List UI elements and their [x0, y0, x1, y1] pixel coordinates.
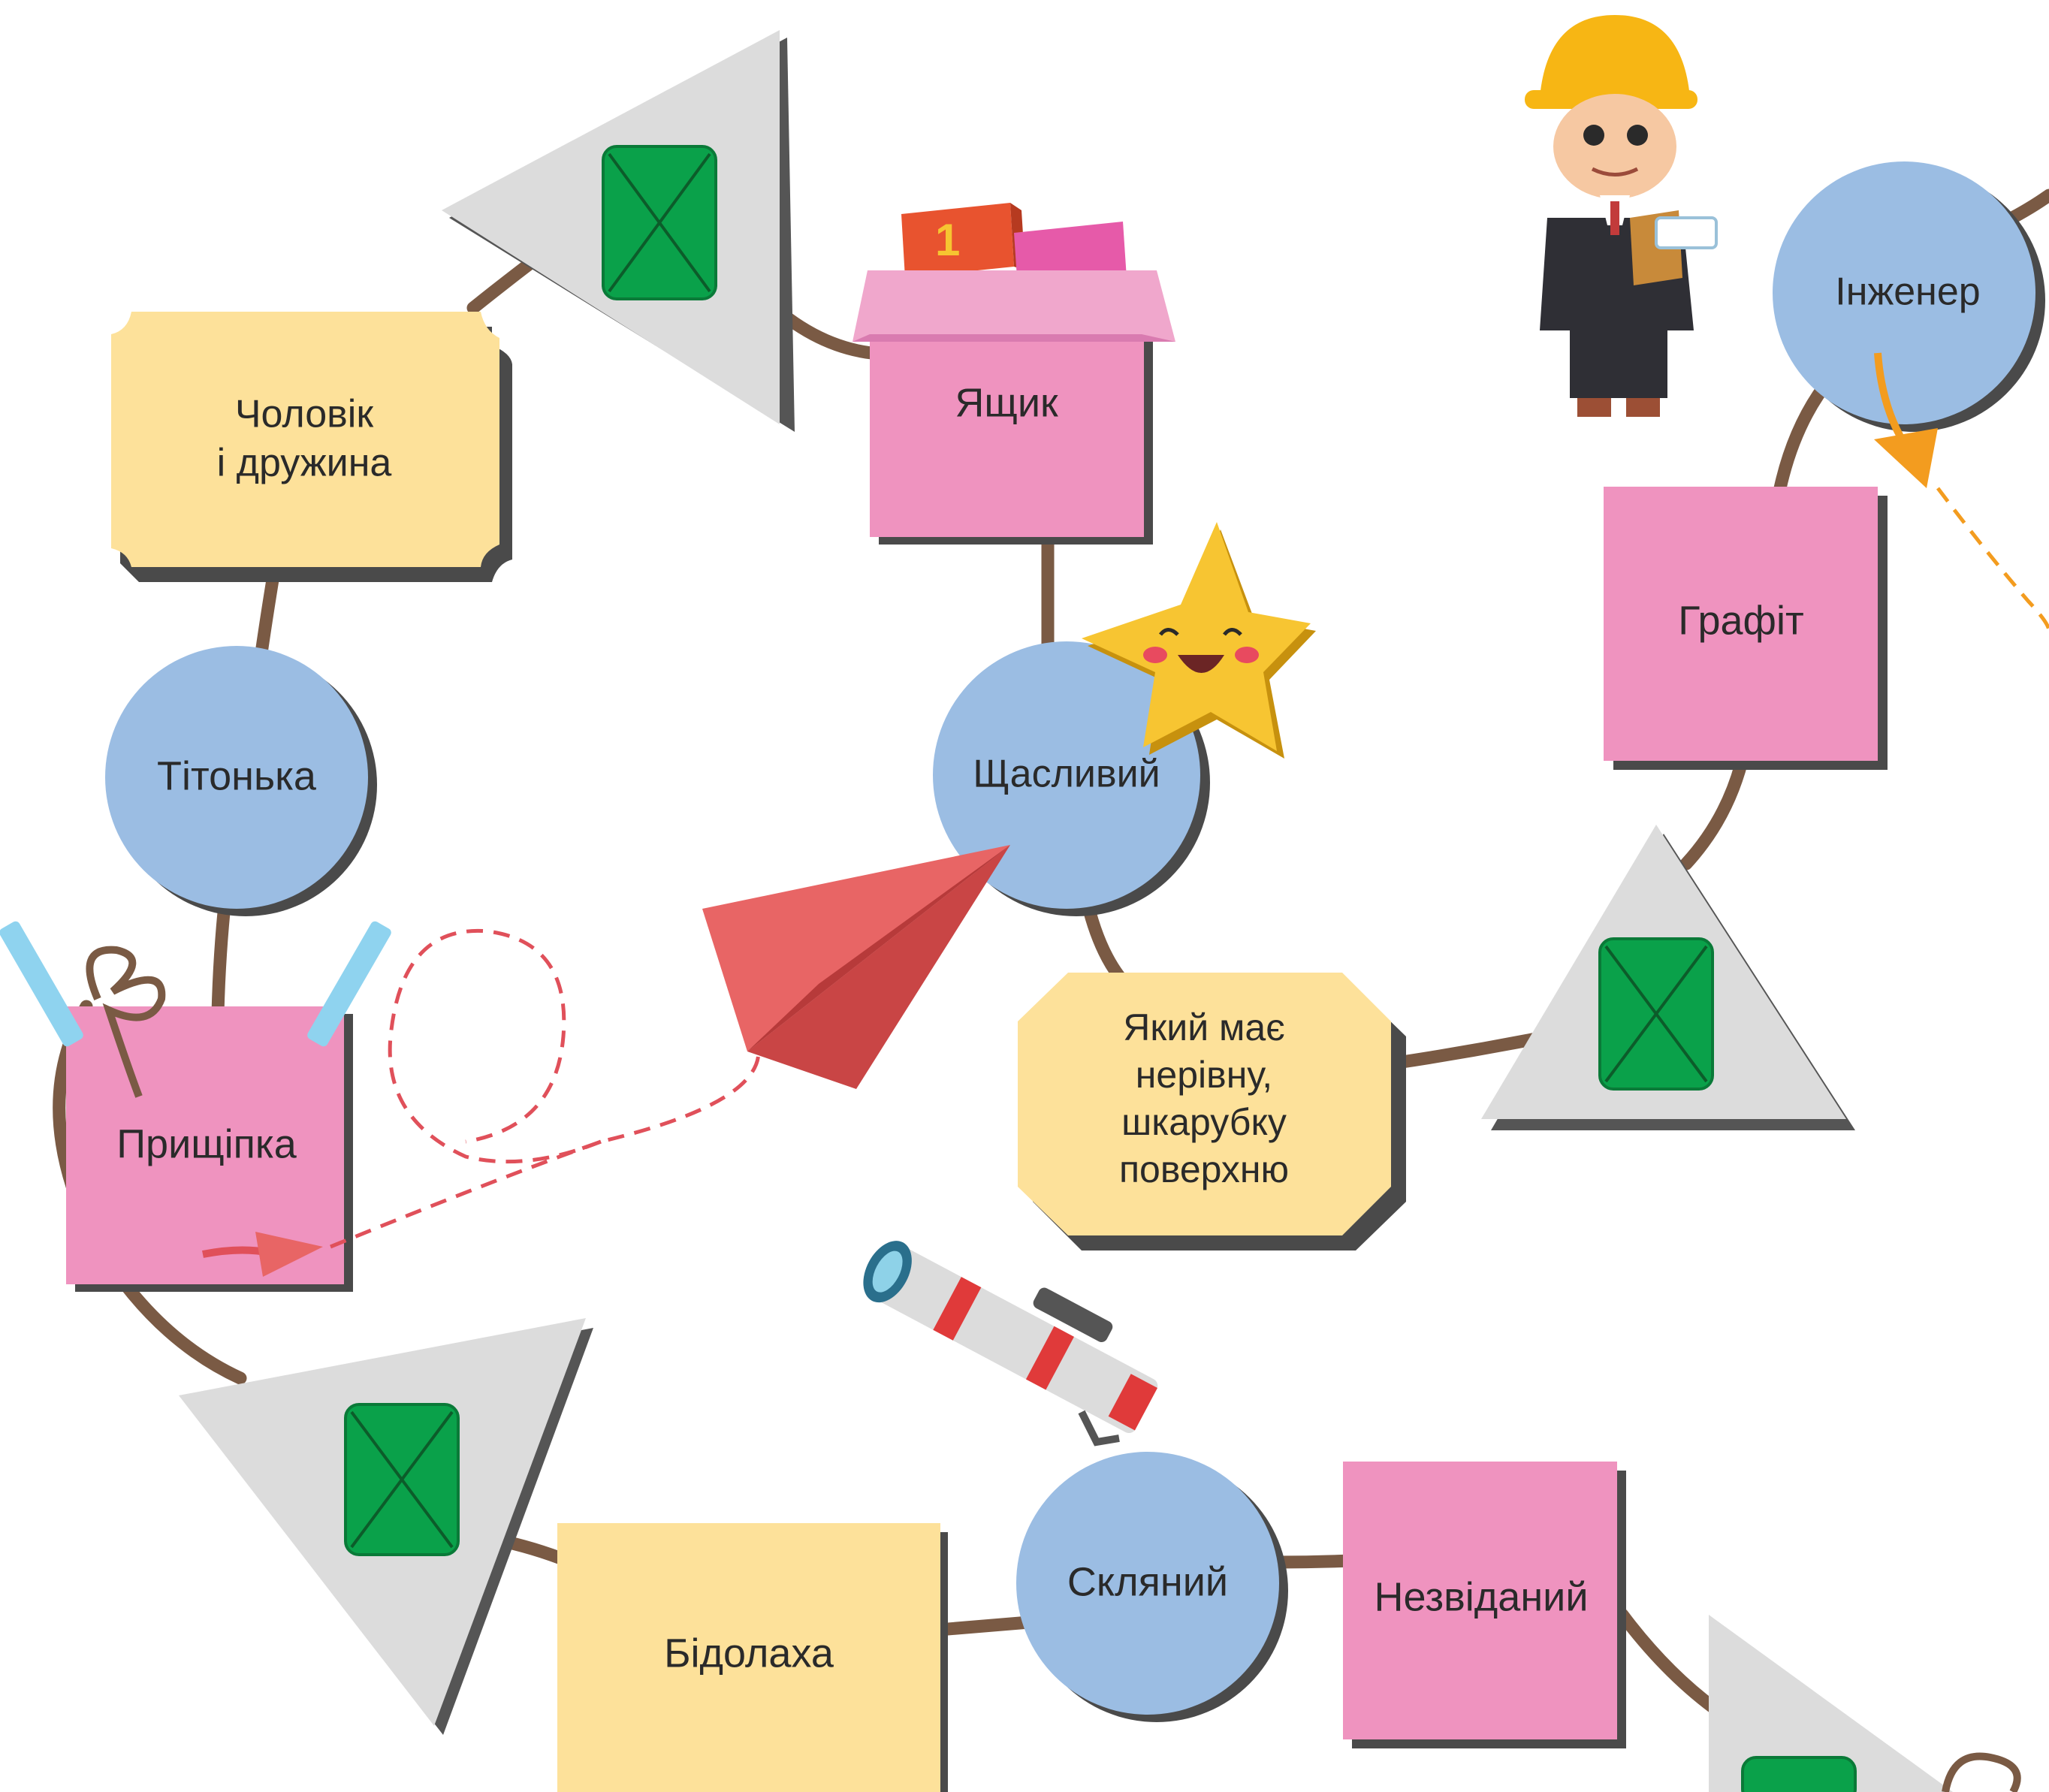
- engineer-icon: [1525, 15, 1718, 417]
- orange-arrow-icon: [1874, 352, 2049, 632]
- circle-shchaslyvyi[interactable]: Щасливий: [933, 641, 1210, 916]
- card-hrafit[interactable]: Графіт: [1604, 487, 1888, 770]
- yakyi-line1: Який має: [1123, 1006, 1284, 1048]
- cholovik-line2: і дружина: [217, 442, 392, 485]
- card-nezvidanyi[interactable]: Незвіданий: [1343, 1462, 1626, 1748]
- inzhener-label: Інженер: [1835, 270, 1980, 314]
- card-bidolakha[interactable]: Бідолаха: [557, 1523, 948, 1792]
- triangle-top: [442, 30, 795, 432]
- circle-sklianyi[interactable]: Скляний: [1016, 1452, 1288, 1722]
- toy-box-icon: 1: [852, 203, 1175, 342]
- bidolakha-label: Бідолаха: [664, 1631, 834, 1676]
- yakyi-line3: шкарубку: [1121, 1101, 1287, 1143]
- string-decoration: [1942, 1752, 2021, 1792]
- svg-text:1: 1: [935, 215, 960, 265]
- pryshchipka-label: Прищіпка: [116, 1121, 297, 1166]
- green-card-1[interactable]: [602, 145, 717, 300]
- green-card-2[interactable]: [1598, 937, 1714, 1091]
- green-card-3[interactable]: [344, 1403, 460, 1556]
- yashchyk-label: Ящик: [955, 380, 1058, 425]
- yakyi-line4: поверхню: [1119, 1148, 1289, 1190]
- hrafit-label: Графіт: [1678, 598, 1803, 643]
- sklianyi-label: Скляний: [1067, 1559, 1228, 1604]
- paper-plane-icon: [702, 845, 1010, 1089]
- card-cholovik[interactable]: Чоловік і дружина: [111, 312, 512, 582]
- shchaslyvyi-label: Щасливий: [973, 753, 1160, 796]
- card-yakyi[interactable]: Який має нерівну, шкарубку поверхню: [1018, 973, 1406, 1250]
- smiling-star-icon: [1082, 522, 1316, 759]
- clothespins-icon: [0, 921, 391, 1098]
- circle-titonka[interactable]: Тітонька: [105, 646, 377, 916]
- cholovik-line1: Чоловік: [235, 393, 373, 436]
- card-yashchyk[interactable]: Ящик: [870, 334, 1153, 545]
- green-card-4[interactable]: [1741, 1756, 1857, 1792]
- card-pryshchipka[interactable]: Прищіпка: [66, 1006, 353, 1292]
- nezvidanyi-label: Незвіданий: [1375, 1574, 1589, 1619]
- circle-inzhener[interactable]: Інженер: [1773, 161, 2045, 432]
- telescope-icon: [863, 1241, 1158, 1447]
- titonka-label: Тітонька: [157, 753, 317, 798]
- triangle-bottom-right: [1709, 1615, 1953, 1792]
- red-arrow-icon: [202, 1232, 323, 1277]
- triangle-right: [1481, 825, 1855, 1130]
- yakyi-line2: нерівну,: [1136, 1054, 1272, 1096]
- triangle-bottom-left: [179, 1318, 593, 1735]
- dashed-flight-path: [330, 928, 761, 1249]
